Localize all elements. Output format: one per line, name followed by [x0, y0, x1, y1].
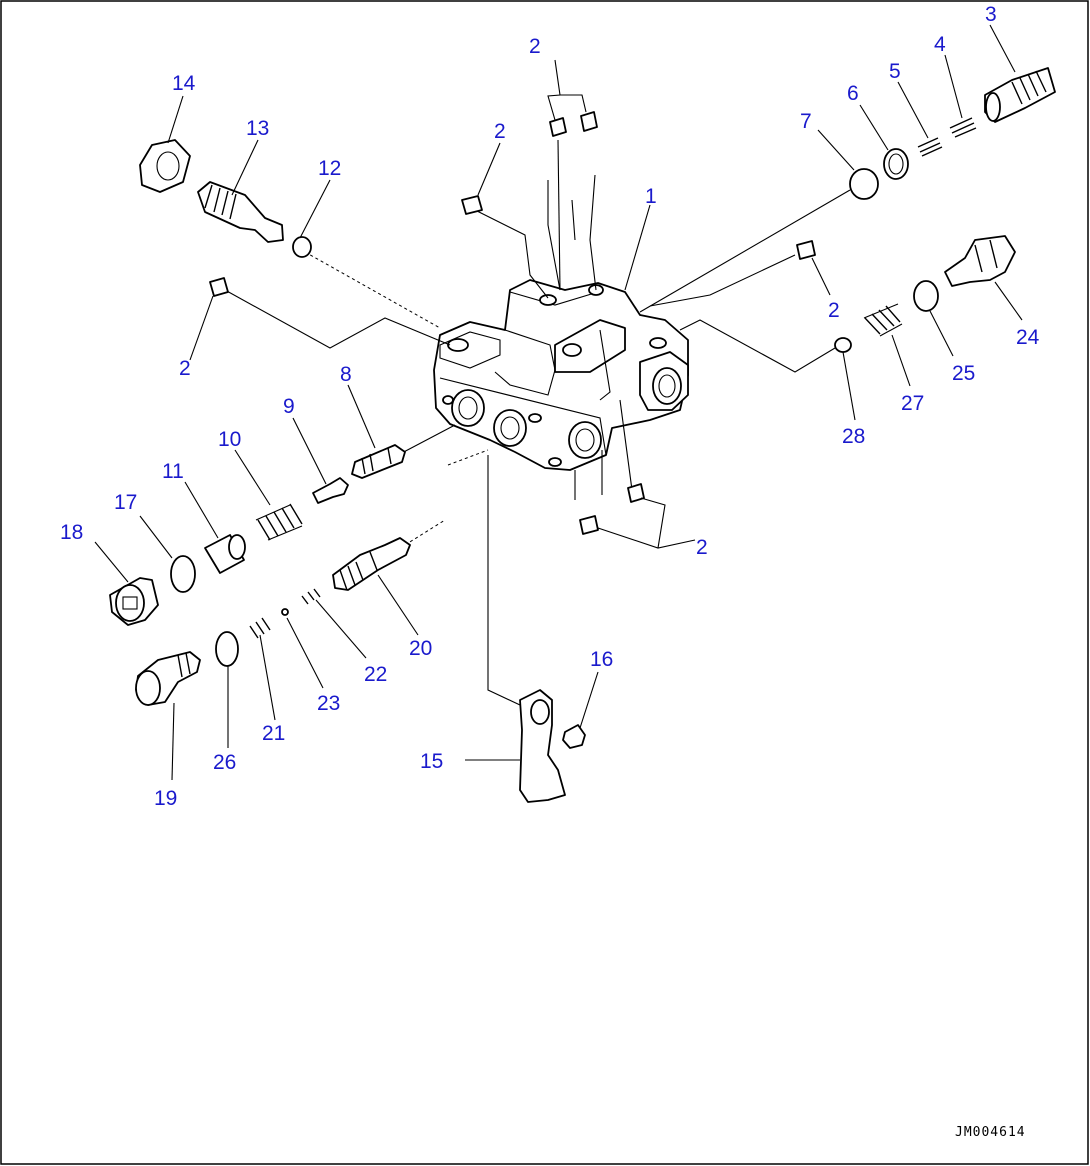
callout-2d: 2 [828, 299, 840, 322]
callout-2c: 2 [179, 357, 191, 380]
callout-2e: 2 [696, 536, 708, 559]
callout-14: 14 [172, 72, 196, 95]
small-parts [109, 67, 1056, 803]
callout-26: 26 [213, 751, 236, 774]
callout-15: 15 [420, 750, 443, 773]
callout-2a: 2 [529, 35, 541, 58]
callout-28: 28 [842, 425, 865, 448]
callout-6: 6 [847, 82, 859, 105]
callout-27: 27 [901, 392, 924, 415]
callout-5: 5 [889, 60, 901, 83]
callout-20: 20 [409, 637, 432, 660]
callout-18: 18 [60, 521, 83, 544]
callout-10: 10 [218, 428, 241, 451]
callout-labels: 1 2 2 2 2 2 3 4 5 6 7 8 9 10 11 12 13 14… [60, 3, 1040, 810]
valve-body-part [433, 279, 689, 471]
callout-9: 9 [283, 395, 295, 418]
callout-7: 7 [800, 110, 812, 133]
callout-leaders [94, 24, 1023, 781]
callout-22: 22 [364, 663, 387, 686]
callout-11: 11 [162, 460, 184, 483]
drawing-code: JM004614 [955, 1125, 1026, 1140]
callout-13: 13 [246, 117, 269, 140]
callout-17: 17 [114, 491, 137, 514]
leader-lines [224, 139, 851, 706]
callout-12: 12 [318, 157, 341, 180]
callout-25: 25 [952, 362, 975, 385]
callout-19: 19 [154, 787, 177, 810]
callout-1: 1 [645, 185, 657, 208]
callout-23: 23 [317, 692, 340, 715]
callout-2b: 2 [494, 120, 506, 143]
callout-24: 24 [1016, 326, 1040, 349]
callout-16: 16 [590, 648, 613, 671]
callout-4: 4 [934, 33, 946, 56]
callout-8: 8 [340, 363, 352, 386]
callout-3: 3 [985, 3, 997, 26]
callout-21: 21 [262, 722, 285, 745]
